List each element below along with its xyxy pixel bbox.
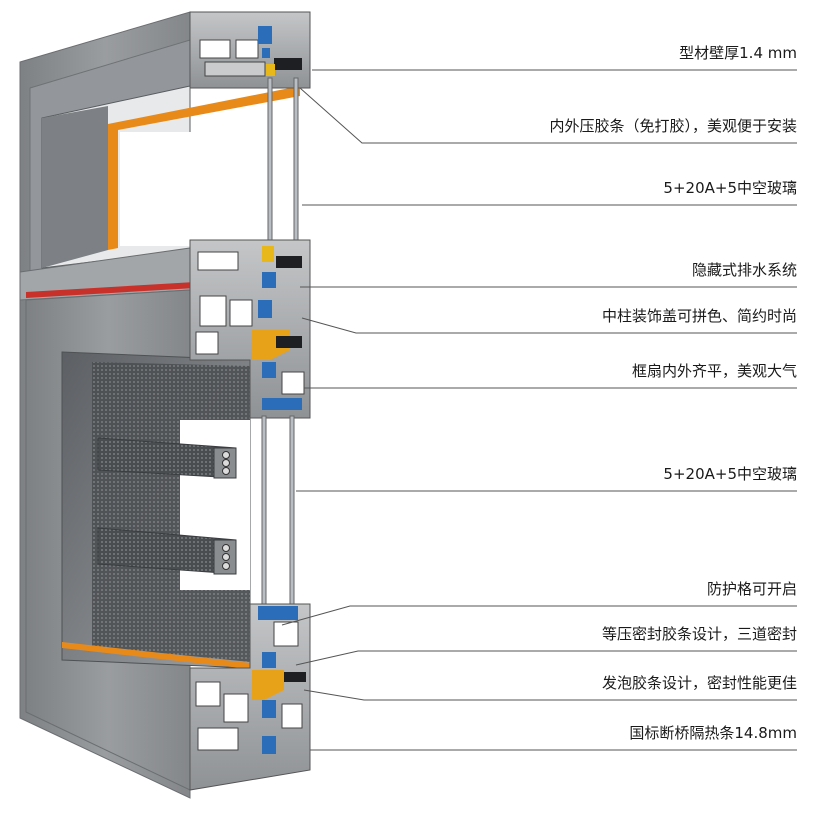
callout-upper-glass: 5+20A+5中空玻璃 xyxy=(663,179,797,197)
callout-hidden-drainage: 隐藏式排水系统 xyxy=(691,261,797,279)
callout-openable-grille: 防护格可开启 xyxy=(706,580,797,598)
top-profile-section xyxy=(189,11,311,89)
leader-2 xyxy=(299,87,797,144)
leader-5 xyxy=(301,317,797,334)
callout-thermal-break: 国标断桥隔热条14.8mm xyxy=(629,724,797,742)
callout-lower-glass: 5+20A+5中空玻璃 xyxy=(663,465,797,483)
leader-10 xyxy=(303,689,797,701)
lower-orange-bead xyxy=(62,642,260,670)
red-seal-strip xyxy=(26,282,195,298)
protective-grille xyxy=(97,437,237,575)
upper-opening-reveal xyxy=(42,106,108,268)
upper-white-glass xyxy=(120,132,268,246)
callout-flush-sash: 框扇内外齐平，美观大气 xyxy=(631,362,797,380)
leader-8 xyxy=(281,605,797,626)
callout-foam-gasket: 发泡胶条设计，密封性能更佳 xyxy=(601,674,797,692)
callout-mullion-cover: 中柱装饰盖可拼色、简约时尚 xyxy=(601,307,797,325)
bottom-profile-section xyxy=(189,603,311,791)
lower-glass-panes xyxy=(261,415,295,613)
upper-glass-panes xyxy=(267,77,299,249)
callout-pressure-gasket: 内外压胶条（免打胶），美观便于安装 xyxy=(549,117,797,135)
mullion-profile-section xyxy=(189,239,311,419)
callout-equal-pressure-seal: 等压密封胶条设计，三道密封 xyxy=(601,625,797,643)
leader-9 xyxy=(295,650,797,666)
callout-profile-thickness: 型材壁厚1.4 mm xyxy=(679,44,797,62)
leader-lines xyxy=(281,69,797,751)
